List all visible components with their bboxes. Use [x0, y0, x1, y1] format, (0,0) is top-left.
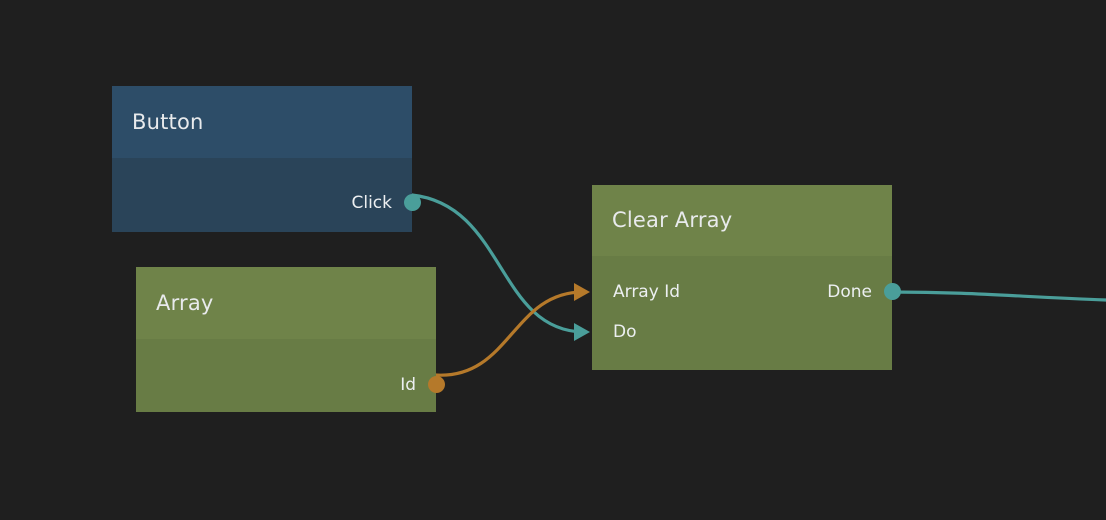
port-label-done: Done — [827, 281, 872, 302]
port-row-done[interactable]: Done — [827, 281, 901, 303]
port-label-array-id: Array Id — [613, 281, 680, 302]
port-dot-id[interactable] — [427, 376, 445, 393]
port-row-do[interactable]: Do — [574, 321, 637, 343]
node-clear-array[interactable]: Clear Array Array Id Do Done — [574, 185, 901, 370]
node-button-title: Button — [132, 109, 204, 134]
node-clear-array-header[interactable]: Clear Array — [592, 185, 892, 256]
node-clear-array-title: Clear Array — [612, 208, 733, 232]
port-dot-done[interactable] — [883, 283, 901, 300]
port-dot-click[interactable] — [403, 194, 421, 211]
port-arrow-do[interactable] — [574, 323, 590, 341]
node-array-header[interactable]: Array — [136, 267, 436, 339]
port-label-do: Do — [613, 321, 637, 342]
edge-click-to-do — [410, 193, 585, 334]
edge-id-to-array-id — [433, 290, 585, 377]
node-button-body: Click — [112, 158, 421, 232]
node-clear-array-body: Array Id Do Done — [574, 256, 901, 370]
port-row-click[interactable]: Click — [351, 192, 421, 214]
node-array[interactable]: Array Id — [136, 267, 445, 412]
port-row-array-id[interactable]: Array Id — [574, 281, 680, 303]
edge-done-outgoing — [889, 290, 1106, 302]
port-row-id[interactable]: Id — [400, 374, 445, 396]
port-arrow-array-id[interactable] — [574, 283, 590, 301]
node-array-body: Id — [136, 339, 445, 412]
node-button-header[interactable]: Button — [112, 86, 412, 158]
port-label-click: Click — [351, 192, 392, 213]
port-label-id: Id — [400, 374, 416, 395]
node-button[interactable]: Button Click — [112, 86, 421, 232]
node-array-title: Array — [156, 290, 214, 315]
